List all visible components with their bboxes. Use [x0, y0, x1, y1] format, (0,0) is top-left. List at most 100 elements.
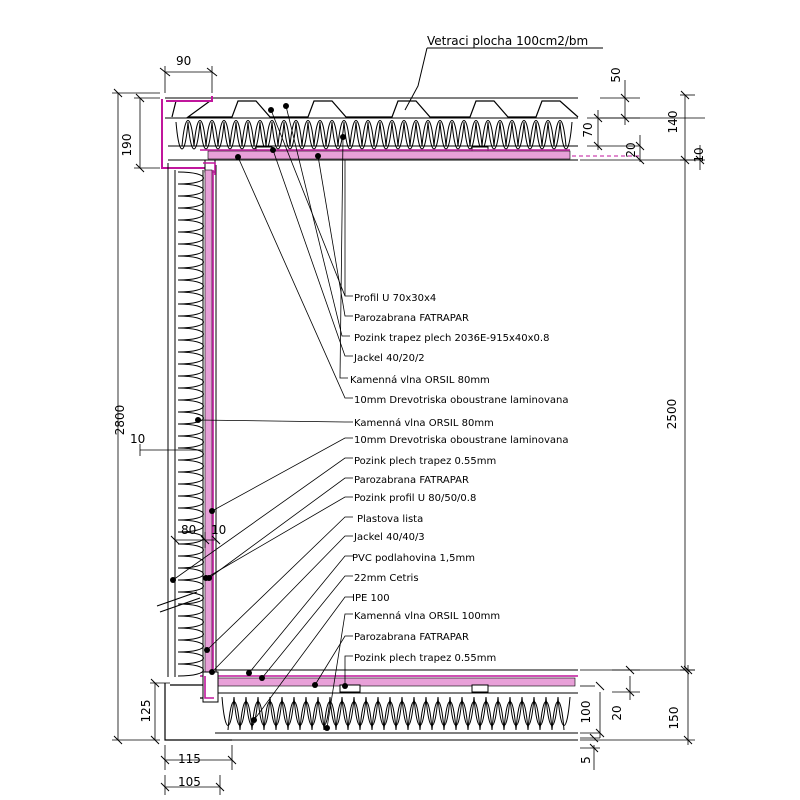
dimension-tick	[680, 155, 690, 165]
dimension-tick	[211, 535, 221, 545]
wall-leader-dot	[170, 577, 176, 583]
dimension-tick	[593, 141, 603, 151]
dimension-tick	[215, 782, 225, 792]
dim-wall-gap: 10	[130, 432, 145, 446]
wall-insulation-wave	[177, 171, 204, 677]
floor-corner-magenta	[204, 676, 214, 699]
dim-roof-height: 190	[120, 134, 134, 157]
wall-leader-dot	[204, 647, 210, 653]
roof-leader-dot	[235, 154, 241, 160]
wall-leader-10	[326, 613, 353, 729]
roof-label-drevotriska: 10mm Drevotriska oboustrane laminovana	[354, 395, 568, 406]
roof-label-orsil: Kamenná vlna ORSIL 80mm	[350, 374, 490, 386]
roof-u-profile	[161, 99, 205, 169]
floor-label-pvc: PVC podlahovina 1,5mm	[352, 553, 475, 564]
dimension-tick	[683, 665, 693, 675]
floor-label-ipe: IPE 100	[352, 593, 390, 604]
roof-board	[207, 150, 571, 160]
dimension-tick	[150, 678, 160, 688]
floor-ipe-1	[339, 684, 361, 693]
dimension-tick	[159, 67, 171, 77]
dim-floor-total: 150	[667, 707, 681, 730]
dimension-tick	[160, 755, 170, 765]
wall-leader-dot	[342, 683, 348, 689]
roof-leader-dot	[283, 103, 289, 109]
dimension-tick	[589, 733, 599, 743]
floor-profile-u	[170, 684, 208, 699]
wall-leader-dot	[324, 725, 330, 731]
dimension-tick	[683, 735, 693, 745]
roof-label-trapez: Pozink trapez plech 2036E-915x40x0.8	[354, 333, 549, 344]
dim-wall-insul: 80	[181, 523, 196, 537]
dim-total-height: 2800	[113, 405, 127, 436]
dimension-tick	[635, 141, 645, 151]
dimension-tick	[635, 155, 645, 165]
floor-ipe-2	[471, 684, 489, 693]
roof-label-jackel: Jackel 40/20/2	[353, 353, 425, 364]
wall-leader-7	[248, 555, 353, 674]
roof-insulation-wave	[175, 121, 573, 150]
dim-roof-gap: 10	[692, 147, 706, 162]
dimension-tick	[113, 735, 123, 745]
dimension-tick	[206, 67, 218, 77]
dimension-tick	[593, 113, 603, 123]
wall-leader-dot	[209, 669, 215, 675]
dimension-tick	[680, 90, 690, 100]
floor-insulation-wave-2	[227, 701, 565, 731]
dimension-tick	[113, 88, 123, 98]
wall-label-plastova-lista: Plastova lista	[357, 514, 423, 525]
wall-leader-dot	[195, 417, 201, 423]
wall-leader-dot	[209, 508, 215, 514]
construction-geometry	[112, 66, 705, 795]
wall-leader-dot	[251, 717, 257, 723]
title-leader	[404, 47, 428, 111]
wall-leader-9	[253, 596, 353, 721]
dim-roof-insul: 70	[581, 122, 595, 137]
floor-label-trapez: Pozink plech trapez 0.55mm	[354, 653, 496, 664]
dimension-tick	[620, 93, 630, 103]
dim-wall-board: 10	[211, 523, 226, 537]
roof-label-parozabrana: Parozabrana FATRAPAR	[354, 313, 469, 324]
dimension-tick	[589, 743, 599, 753]
dimension-tick	[625, 687, 635, 697]
wall-label-parozabrana: Parozabrana FATRAPAR	[354, 475, 469, 486]
roof-leader-dot	[340, 134, 346, 140]
wall-leader-dot	[203, 575, 209, 581]
roof-leader-dot	[315, 153, 321, 159]
dimension-tick	[135, 163, 145, 173]
wall-leader-8	[261, 575, 353, 679]
dimension-tick	[620, 113, 630, 123]
roof-u-profile-top	[166, 96, 213, 102]
wall-leader-11	[314, 635, 353, 686]
dim-floor-base: 5	[579, 756, 593, 764]
wall-top-cap	[203, 162, 216, 175]
dimension-tick	[625, 665, 635, 675]
roof-trapezoidal-sheet	[171, 100, 579, 118]
roof-leader-dot	[268, 107, 274, 113]
dim-roof-total: 140	[666, 111, 680, 134]
dim-floor-height: 125	[139, 700, 153, 723]
wall-leader-4	[205, 496, 353, 579]
roof-leader-4	[339, 136, 348, 379]
dim-bottom-outer: 115	[178, 752, 201, 766]
wall-leader-dot	[246, 670, 252, 676]
dimension-tick	[695, 155, 705, 165]
dimension-tick	[160, 782, 170, 792]
wall-leader-dot	[312, 682, 318, 688]
dim-roof-board: 20	[624, 142, 638, 157]
dim-roof-trapez: 50	[609, 67, 623, 82]
dimension-tick	[135, 93, 145, 103]
wall-leader-1	[211, 437, 353, 512]
leader-lines	[170, 47, 603, 731]
dimension-tick	[227, 755, 237, 765]
wall-leader-6	[211, 535, 353, 673]
dimension-tick	[170, 535, 180, 545]
roof-leader-1	[317, 155, 353, 317]
roof-leader-5	[237, 156, 353, 399]
dim-bottom-inner: 105	[178, 775, 201, 789]
wall-label-trapez: Pozink plech trapez 0.55mm	[354, 456, 496, 467]
wall-label-jackel: Jackel 40/40/3	[353, 532, 425, 543]
wall-leader-dot	[259, 675, 265, 681]
wall-label-drevotriska: 10mm Drevotriska oboustrane laminovana	[354, 435, 568, 446]
